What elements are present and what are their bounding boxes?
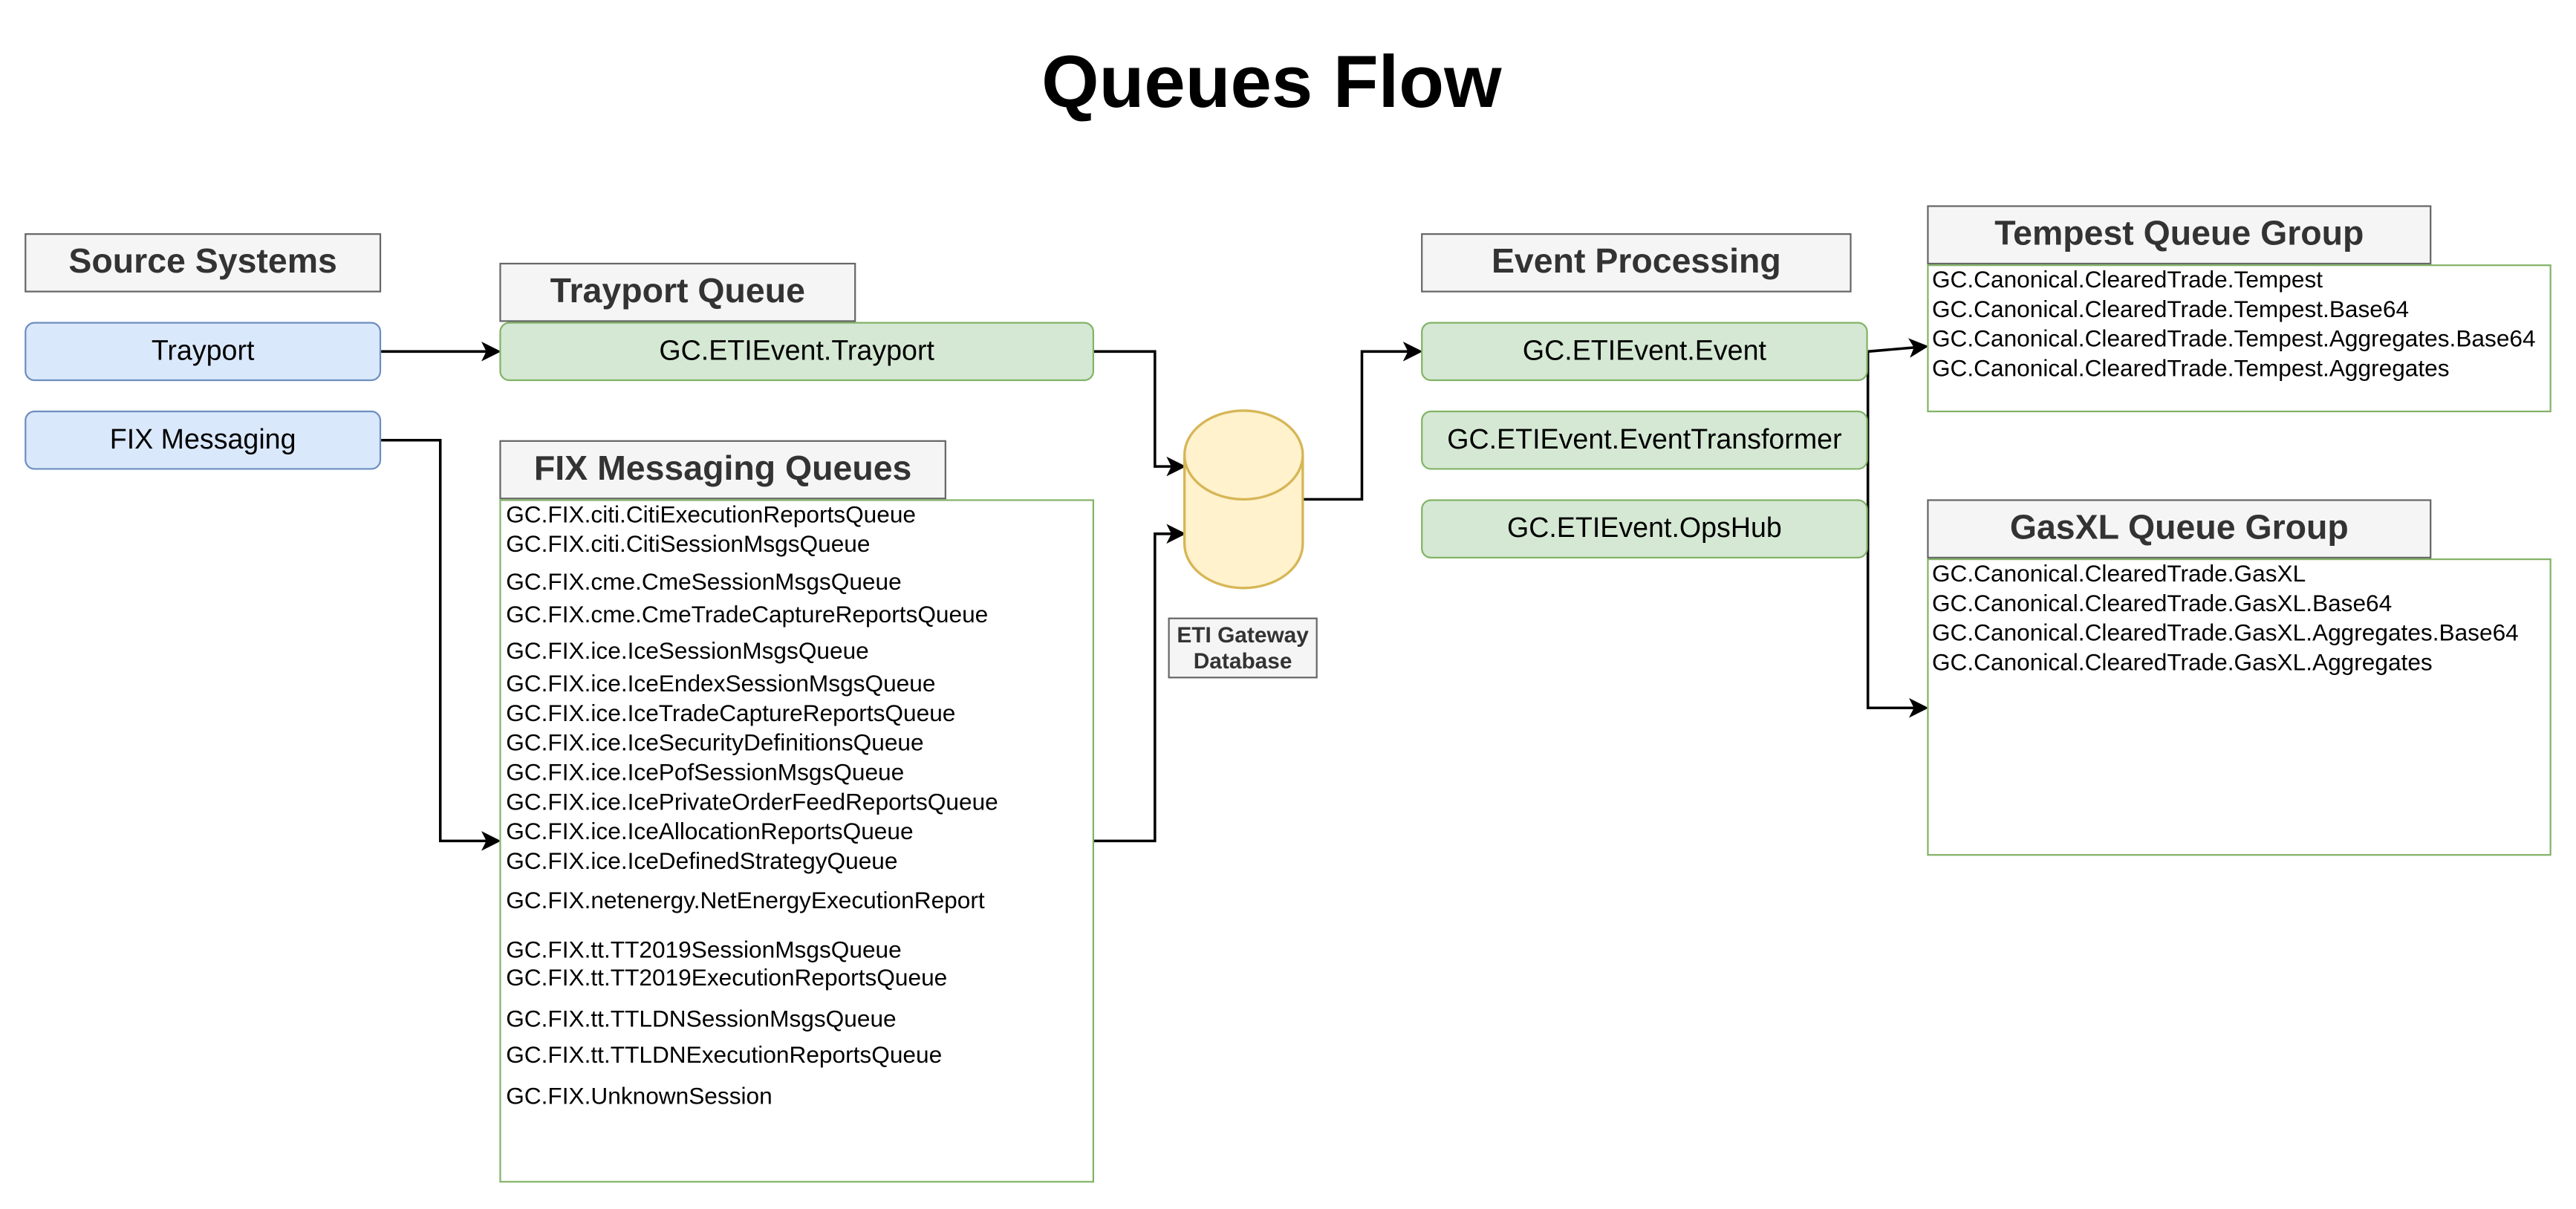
fix-queue-item: GC.FIX.netenergy.NetEnergyExecutionRepor… [506,888,985,915]
edge-event-to-tempest [1867,338,1929,358]
fix-queue-item: GC.FIX.ice.IceSessionMsgsQueue [506,639,869,665]
database-label-line2: Database [1193,648,1292,673]
fix-queue-item: GC.FIX.cme.CmeTradeCaptureReportsQueue [506,602,989,630]
event-opshub-node[interactable]: GC.ETIEvent.OpsHub [1421,499,1868,558]
fix-queue-item: GC.FIX.citi.CitiExecutionReportsQueue [506,502,917,529]
source-systems-header: Source Systems [25,233,382,293]
edge-event-to-gasxl [1866,351,1929,718]
edge-fix-queues-to-db [1093,524,1186,843]
fix-queue-item: GC.FIX.ice.IceDefinedStrategyQueue [506,849,898,876]
database-label-line1: ETI Gateway [1177,622,1309,647]
gasxl-group-header: GasXL Queue Group [1927,499,2432,558]
fix-queue-item: GC.FIX.ice.IceTradeCaptureReportsQueue [506,701,956,728]
tempest-queue-item: GC.Canonical.ClearedTrade.Tempest.Aggreg… [1931,356,2450,383]
gasxl-queue-item: GC.Canonical.ClearedTrade.GasXL.Base64 [1931,591,2393,618]
gasxl-queue-item: GC.Canonical.ClearedTrade.GasXL.Aggregat… [1931,650,2433,677]
tempest-queue-item: GC.Canonical.ClearedTrade.Tempest.Base64 [1931,297,2410,324]
fix-queues-group: GC.FIX.citi.CitiExecutionReportsQueue GC… [499,499,1094,1183]
gasxl-queue-item: GC.Canonical.ClearedTrade.GasXL [1931,561,2306,588]
source-fix-messaging-node[interactable]: FIX Messaging [25,410,382,470]
edge-db-to-event [1302,342,1423,501]
tempest-group: GC.Canonical.ClearedTrade.Tempest GC.Can… [1927,264,2551,413]
event-queue-node[interactable]: GC.ETIEvent.Event [1421,322,1868,382]
fix-queue-item: GC.FIX.tt.TT2019ExecutionReportsQueue [506,965,948,992]
gasxl-queue-item: GC.Canonical.ClearedTrade.GasXL.Aggregat… [1931,621,2519,648]
fix-queue-item: GC.FIX.cme.CmeSessionMsgsQueue [506,570,902,596]
fix-queue-item: GC.FIX.ice.IcePofSessionMsgsQueue [506,760,905,787]
event-processing-header: Event Processing [1421,233,1852,293]
page-title: Queues Flow [1041,39,1502,123]
fix-queue-item: GC.FIX.ice.IceAllocationReportsQueue [506,819,914,847]
fix-queue-item: GC.FIX.tt.TTLDNSessionMsgsQueue [506,1006,897,1034]
database-cylinder [1183,409,1304,590]
fix-queues-header: FIX Messaging Queues [499,440,946,500]
edge-fix-to-queues [381,438,501,851]
tempest-group-header: Tempest Queue Group [1927,205,2432,265]
trayport-queue-header: Trayport Queue [499,262,856,322]
fix-queue-item: GC.FIX.ice.IceSecurityDefinitionsQueue [506,731,924,757]
fix-queue-item: GC.FIX.ice.IceEndexSessionMsgsQueue [506,671,936,698]
tempest-queue-item: GC.Canonical.ClearedTrade.Tempest.Aggreg… [1931,327,2536,353]
event-transformer-node[interactable]: GC.ETIEvent.EventTransformer [1421,410,1868,470]
edge-trayport-queue-to-db [1093,350,1186,477]
source-trayport-node[interactable]: Trayport [25,322,382,382]
fix-queue-item: GC.FIX.tt.TTLDNExecutionReportsQueue [506,1043,943,1069]
tempest-queue-item: GC.Canonical.ClearedTrade.Tempest [1931,267,2323,294]
fix-queue-item: GC.FIX.ice.IcePrivateOrderFeedReportsQue… [506,789,998,817]
fix-queue-item: GC.FIX.citi.CitiSessionMsgsQueue [506,532,871,558]
trayport-queue-node[interactable]: GC.ETIEvent.Trayport [499,322,1094,382]
fix-queue-item: GC.FIX.UnknownSession [506,1083,773,1111]
gasxl-group: GC.Canonical.ClearedTrade.GasXL GC.Canon… [1927,558,2551,856]
fix-queue-item: GC.FIX.tt.TT2019SessionMsgsQueue [506,937,902,965]
